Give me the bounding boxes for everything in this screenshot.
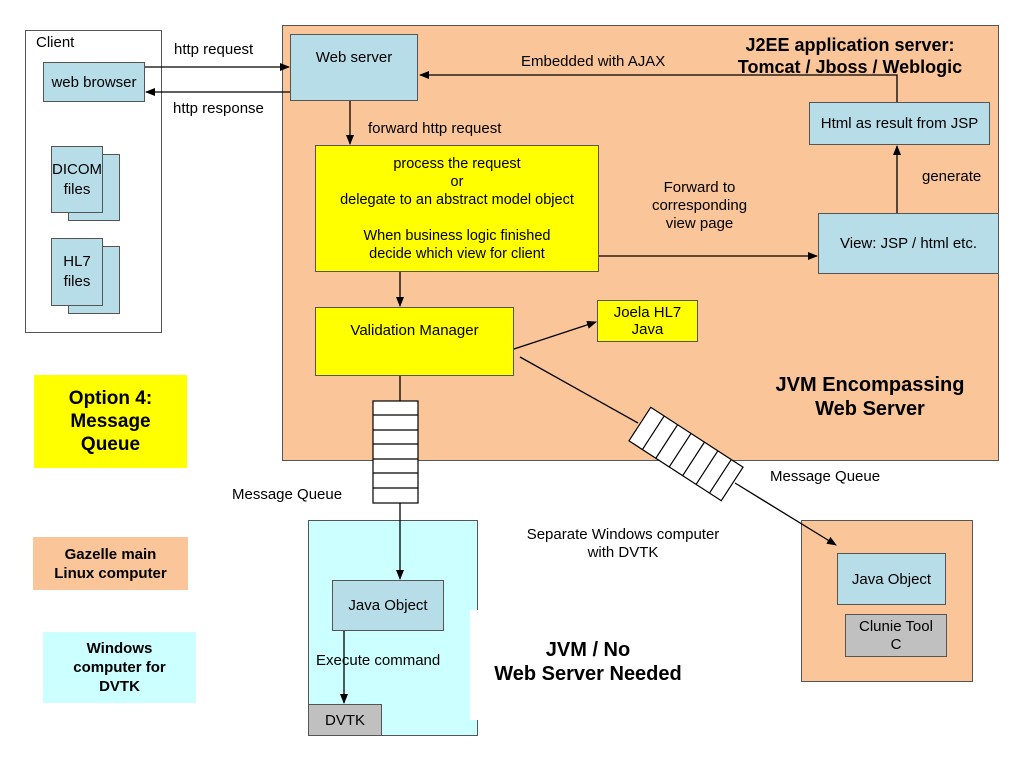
dvtk-box: DVTK [308, 704, 382, 736]
message-queue-left-label: Message Queue [232, 486, 343, 503]
execute-command-label: Execute command [316, 652, 441, 669]
process-request-box: process the request or delegate to an ab… [315, 145, 599, 272]
java-object-right-box: Java Object [837, 553, 946, 605]
validation-manager-box: Validation Manager [315, 307, 514, 376]
forward-http-label: forward http request [368, 120, 502, 137]
java-object-dvtk-box: Java Object [332, 580, 444, 631]
message-queue-right [628, 406, 744, 502]
html-result-box: Html as result from JSP [809, 102, 990, 145]
joela-hl7-box: Joela HL7 Java [597, 300, 698, 342]
clunie-tool-box: Clunie Tool C [845, 614, 947, 657]
dicom-files-box: DICOM files [51, 146, 103, 213]
generate-label: generate [922, 168, 982, 185]
client-title: Client [36, 34, 75, 51]
right-queue-to-java-arrow [734, 482, 837, 546]
validation-to-right-queue-line [519, 356, 639, 424]
http-response-label: http response [173, 100, 264, 117]
white-gap [470, 610, 484, 720]
validation-to-joela-arrow [513, 321, 597, 350]
message-queue-right-label: Message Queue [770, 468, 881, 485]
view-jsp-box: View: JSP / html etc. [818, 213, 999, 274]
embedded-ajax-label: Embedded with AJAX [521, 53, 666, 70]
web-browser-box: web browser [43, 62, 145, 102]
http-request-label: http request [174, 41, 254, 58]
j2ee-server-title: J2EE application server: Tomcat / Jboss … [737, 35, 963, 77]
jvm-no-web-server-label: JVM / No Web Server Needed [494, 639, 682, 685]
gazelle-legend: Gazelle main Linux computer [33, 537, 188, 590]
ajax-arrow [419, 71, 898, 102]
web-server-box: Web server [290, 34, 418, 101]
message-queue-left [372, 400, 419, 504]
option-4-legend: Option 4: Message Queue [34, 375, 187, 468]
hl7-files-box: HL7 files [51, 238, 103, 306]
jvm-web-server-label: JVM Encompassing Web Server [775, 374, 965, 420]
windows-dvtk-legend: Windows computer for DVTK [43, 632, 196, 703]
separate-windows-caption: Separate Windows computer with DVTK [526, 526, 720, 561]
forward-view-label: Forward to corresponding view page [651, 179, 748, 232]
